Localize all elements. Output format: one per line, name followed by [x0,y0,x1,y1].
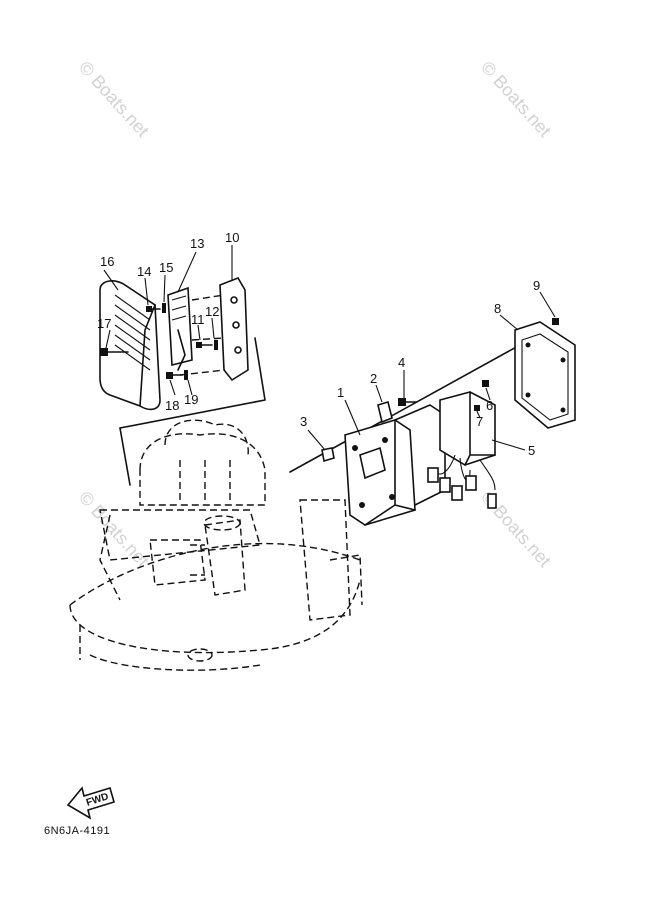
watermark-top-left: © Boats.net [75,57,153,140]
guide-lines-left [179,294,226,376]
part-1-base-plate [344,404,446,526]
callout-9: 9 [533,278,540,293]
watermark-mid-left: © Boats.net [75,487,153,570]
watermark-top-right: © Boats.net [477,57,555,140]
part-2-collar [377,400,393,424]
starter-motor [190,515,246,596]
callout-7: 7 [476,414,483,429]
part-9-screw [552,318,559,325]
leader-lines [103,245,556,451]
part-14-15-screw [146,303,166,313]
callout-17: 17 [97,316,111,331]
part-5-rectifier [427,391,497,509]
part-4-bolt [398,398,417,406]
part-18-19-screws [166,370,188,380]
engine-outline [69,419,363,671]
callout-19: 19 [184,392,198,407]
fwd-arrow-icon: FWD [66,786,115,820]
callout-11: 11 [191,312,205,327]
callout-14: 14 [137,264,151,279]
part-3-nut [321,447,335,463]
part-11-12-screws [196,340,218,350]
callout-3: 3 [300,414,307,429]
part-8-cover [514,321,576,429]
callout-16: 16 [100,254,114,269]
part-6-7-screws [474,380,489,411]
callout-labels: 1 2 3 4 5 6 7 8 9 10 11 12 13 14 15 16 1… [97,230,540,458]
diagram-code: 6N6JA-4191 [44,825,110,837]
callout-2: 2 [370,371,377,386]
part-10-plate [219,277,249,382]
callout-5: 5 [528,443,535,458]
part-13-bracket [167,286,193,371]
callout-8: 8 [494,301,501,316]
callout-4: 4 [398,355,405,370]
callout-12: 12 [205,304,219,319]
callout-1: 1 [337,385,344,400]
callout-18: 18 [165,398,179,413]
callout-6: 6 [486,398,493,413]
callout-10: 10 [225,230,239,245]
callout-13: 13 [190,236,204,251]
callout-15: 15 [159,260,173,275]
part-17-bolt [100,348,129,356]
part-16-cover [99,280,161,411]
